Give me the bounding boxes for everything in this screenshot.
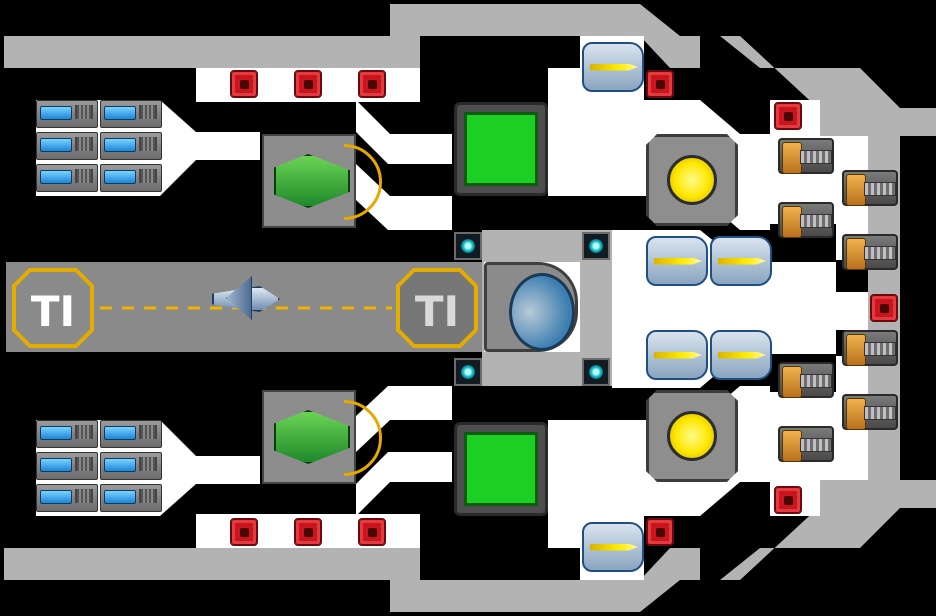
landing-pad-left [12, 268, 94, 348]
upper-left-link [356, 100, 452, 164]
missile-pod-icon[interactable] [646, 236, 708, 286]
lower-mid-link [356, 386, 452, 452]
battery-cell-icon[interactable] [36, 164, 98, 192]
green-ship-icon[interactable] [262, 390, 356, 484]
green-module-icon[interactable] [454, 102, 548, 196]
orange-turret-icon[interactable] [842, 170, 898, 206]
red-node-icon[interactable] [358, 518, 386, 546]
battery-cell-icon[interactable] [36, 484, 98, 512]
red-node-icon[interactable] [646, 70, 674, 98]
orange-turret-icon[interactable] [778, 426, 834, 462]
docking-hub-icon[interactable] [484, 262, 578, 352]
battery-cell-icon[interactable] [36, 452, 98, 480]
red-node-icon[interactable] [774, 102, 802, 130]
red-node-icon[interactable] [294, 518, 322, 546]
red-node-icon[interactable] [358, 70, 386, 98]
battery-cell-icon[interactable] [100, 420, 162, 448]
battery-cell-icon[interactable] [100, 452, 162, 480]
green-module-icon[interactable] [454, 422, 548, 516]
lower-left-link [356, 452, 452, 516]
battery-cell-icon[interactable] [100, 484, 162, 512]
yellow-reactor-icon[interactable] [646, 134, 738, 226]
cyan-sensor-icon[interactable] [582, 358, 610, 386]
bottom-corridor [4, 480, 936, 612]
red-node-icon[interactable] [230, 518, 258, 546]
green-ship-icon[interactable] [262, 134, 356, 228]
cyan-sensor-icon[interactable] [454, 358, 482, 386]
missile-pod-icon[interactable] [710, 236, 772, 286]
battery-cell-icon[interactable] [36, 100, 98, 128]
upper-mid-link [356, 164, 452, 230]
landing-pad-right [396, 268, 478, 348]
cyan-sensor-icon[interactable] [582, 232, 610, 260]
missile-pod-icon[interactable] [710, 330, 772, 380]
top-corridor [4, 4, 936, 136]
cyan-sensor-icon[interactable] [454, 232, 482, 260]
battery-cell-icon[interactable] [100, 164, 162, 192]
orange-turret-icon[interactable] [842, 394, 898, 430]
orange-turret-icon[interactable] [842, 330, 898, 366]
orange-turret-icon[interactable] [778, 202, 834, 238]
yellow-reactor-icon[interactable] [646, 390, 738, 482]
red-node-icon[interactable] [774, 486, 802, 514]
orange-turret-icon[interactable] [778, 362, 834, 398]
missile-pod-icon[interactable] [646, 330, 708, 380]
missile-pod-icon[interactable] [582, 522, 644, 572]
battery-cell-icon[interactable] [100, 132, 162, 160]
battery-cell-icon[interactable] [36, 132, 98, 160]
orange-turret-icon[interactable] [842, 234, 898, 270]
landing-pad-right-glyph: TI [415, 287, 459, 336]
red-node-icon[interactable] [646, 518, 674, 546]
red-node-icon[interactable] [870, 294, 898, 322]
missile-pod-icon[interactable] [582, 42, 644, 92]
orange-turret-icon[interactable] [778, 138, 834, 174]
player-ship-icon[interactable] [212, 276, 276, 340]
red-node-icon[interactable] [230, 70, 258, 98]
red-node-icon[interactable] [294, 70, 322, 98]
landing-pad-left-glyph: TI [31, 287, 75, 336]
battery-cell-icon[interactable] [100, 100, 162, 128]
battery-cell-icon[interactable] [36, 420, 98, 448]
